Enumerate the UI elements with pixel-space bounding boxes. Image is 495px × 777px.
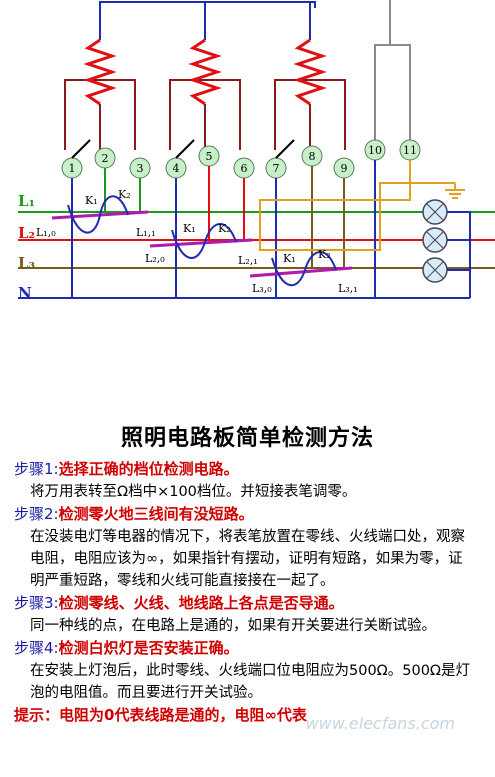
step-title: 检测白炽灯是否安装正确。 bbox=[58, 639, 239, 657]
svg-text:L₂,₁: L₂,₁ bbox=[238, 254, 258, 267]
svg-text:8: 8 bbox=[309, 150, 316, 163]
lamp-icon bbox=[422, 199, 448, 225]
svg-text:K₂: K₂ bbox=[118, 188, 131, 201]
step-title: 选择正确的档位检测电路。 bbox=[58, 460, 239, 478]
tip-text: 提示：电阻为0代表线路是通的，电阻∞代表 bbox=[14, 706, 307, 724]
step-2-body: 在没装电灯等电器的情况下，将表笔放置在零线、火线端口处，观察电阻，电阻应该为∞，… bbox=[30, 529, 465, 589]
terminal-9: 9 bbox=[333, 157, 355, 179]
terminal-4: 4 bbox=[165, 157, 187, 179]
svg-text:L₃,₁: L₃,₁ bbox=[338, 282, 358, 295]
label-l3: L₃ bbox=[18, 254, 35, 272]
lamp-icon bbox=[422, 227, 448, 253]
step-title: 检测零火地三线间有没短路。 bbox=[58, 505, 254, 523]
ground-wire bbox=[259, 160, 455, 251]
svg-text:L₁,₀: L₁,₀ bbox=[36, 226, 56, 239]
circuit-diagram: 1 2 3 4 5 6 7 8 9 10 11 K₁ K₂ L₁,₀ L₁,₁ bbox=[18, 0, 495, 302]
svg-text:10: 10 bbox=[368, 144, 382, 157]
svg-text:7: 7 bbox=[273, 162, 280, 175]
svg-text:K₁: K₁ bbox=[85, 194, 98, 207]
label-l1: L₁ bbox=[18, 192, 35, 210]
svg-text:L₁,₁: L₁,₁ bbox=[136, 226, 156, 239]
step-4-heading: 步骤4:检测白炽灯是否安装正确。 bbox=[14, 637, 495, 660]
svg-text:L₃,₀: L₃,₀ bbox=[252, 282, 272, 295]
step-prefix: 步骤2: bbox=[14, 505, 59, 523]
svg-text:3: 3 bbox=[137, 162, 144, 175]
svg-text:1: 1 bbox=[69, 162, 76, 175]
terminal-1: 1 bbox=[61, 157, 83, 179]
step-2-heading: 步骤2:检测零火地三线间有没短路。 bbox=[14, 503, 495, 526]
label-n: N bbox=[18, 284, 32, 302]
resistor-group-1 bbox=[64, 38, 136, 150]
step-prefix: 步骤1: bbox=[14, 460, 59, 478]
step-1-heading: 步骤1:选择正确的档位检测电路。 bbox=[14, 458, 495, 481]
svg-text:L₂,₀: L₂,₀ bbox=[145, 252, 165, 265]
blue-top-wire bbox=[99, 1, 316, 8]
resistor-group-2 bbox=[169, 38, 241, 150]
step-3-body: 同一种线的点，在电路上是通的，如果有开关要进行关断试验。 bbox=[30, 618, 436, 634]
svg-text:5: 5 bbox=[206, 150, 213, 163]
step-title: 检测零线、火线、地线路上各点是否导通。 bbox=[58, 594, 344, 612]
svg-text:K₁: K₁ bbox=[183, 222, 196, 235]
terminal-8: 8 bbox=[301, 145, 323, 167]
svg-text:11: 11 bbox=[403, 144, 417, 157]
terminal-2: 2 bbox=[94, 147, 116, 169]
gray-wire bbox=[374, 44, 411, 140]
label-l2: L₂ bbox=[18, 224, 35, 242]
instructions: 照明电路板简单检测方法 步骤1:选择正确的档位检测电路。 将万用表转至Ω档中×1… bbox=[0, 420, 495, 733]
resistor-group-3 bbox=[274, 38, 346, 150]
step-4-body: 在安装上灯泡后，此时零线、火线端口位电阻应为500Ω。500Ω是灯泡的电阻值。而… bbox=[30, 663, 471, 701]
step-prefix: 步骤3: bbox=[14, 594, 59, 612]
page-title: 照明电路板简单检测方法 bbox=[120, 426, 374, 451]
watermark: www.elecfans.com bbox=[305, 714, 455, 733]
terminal-6: 6 bbox=[233, 157, 255, 179]
lamp-icon bbox=[422, 257, 448, 283]
terminal-10: 10 bbox=[364, 139, 386, 161]
svg-text:9: 9 bbox=[341, 162, 348, 175]
svg-text:K₂: K₂ bbox=[318, 248, 331, 261]
svg-text:K₂: K₂ bbox=[218, 222, 231, 235]
terminal-3: 3 bbox=[129, 157, 151, 179]
terminal-5: 5 bbox=[198, 145, 220, 167]
svg-text:4: 4 bbox=[173, 162, 180, 175]
svg-text:2: 2 bbox=[102, 152, 109, 165]
ground-icon bbox=[445, 183, 465, 199]
svg-text:6: 6 bbox=[241, 162, 248, 175]
terminal-11: 11 bbox=[399, 139, 421, 161]
svg-text:K₁: K₁ bbox=[283, 252, 296, 265]
terminal-7: 7 bbox=[265, 157, 287, 179]
step-prefix: 步骤4: bbox=[14, 639, 59, 657]
step-3-heading: 步骤3:检测零线、火线、地线路上各点是否导通。 bbox=[14, 592, 495, 615]
step-1-body: 将万用表转至Ω档中×100档位。并短接表笔调零。 bbox=[30, 484, 357, 500]
